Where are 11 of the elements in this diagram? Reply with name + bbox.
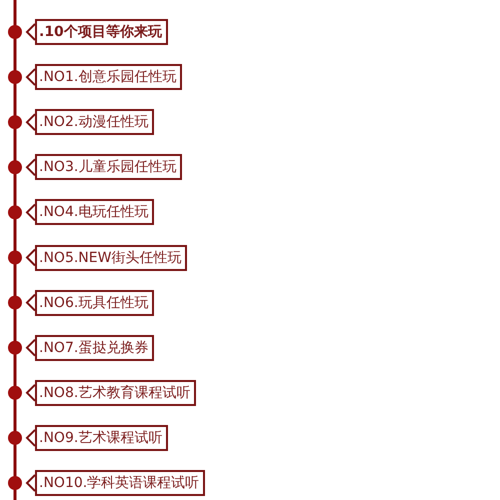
item-text: .NO10.学科英语课程试听: [39, 474, 200, 493]
item-text: .NO3.儿童乐园任性玩: [39, 158, 176, 178]
item-text: .NO1.创意乐园任性玩: [39, 68, 176, 88]
item-text: .NO7.蛋挞兑换券: [39, 338, 148, 358]
item-text: .10个项目等你来玩: [39, 23, 162, 42]
item-text: .NO8.艺术教育课程试听: [39, 384, 190, 403]
item-text: .NO5.NEW街头任性玩: [39, 248, 182, 268]
item-text: .NO9.艺术课程试听: [39, 428, 162, 448]
item-text: .NO4.电玩任性玩: [39, 203, 148, 222]
item-text: .NO2.动漫任性玩: [39, 113, 148, 132]
item-text: .NO6.玩具任性玩: [39, 294, 148, 313]
